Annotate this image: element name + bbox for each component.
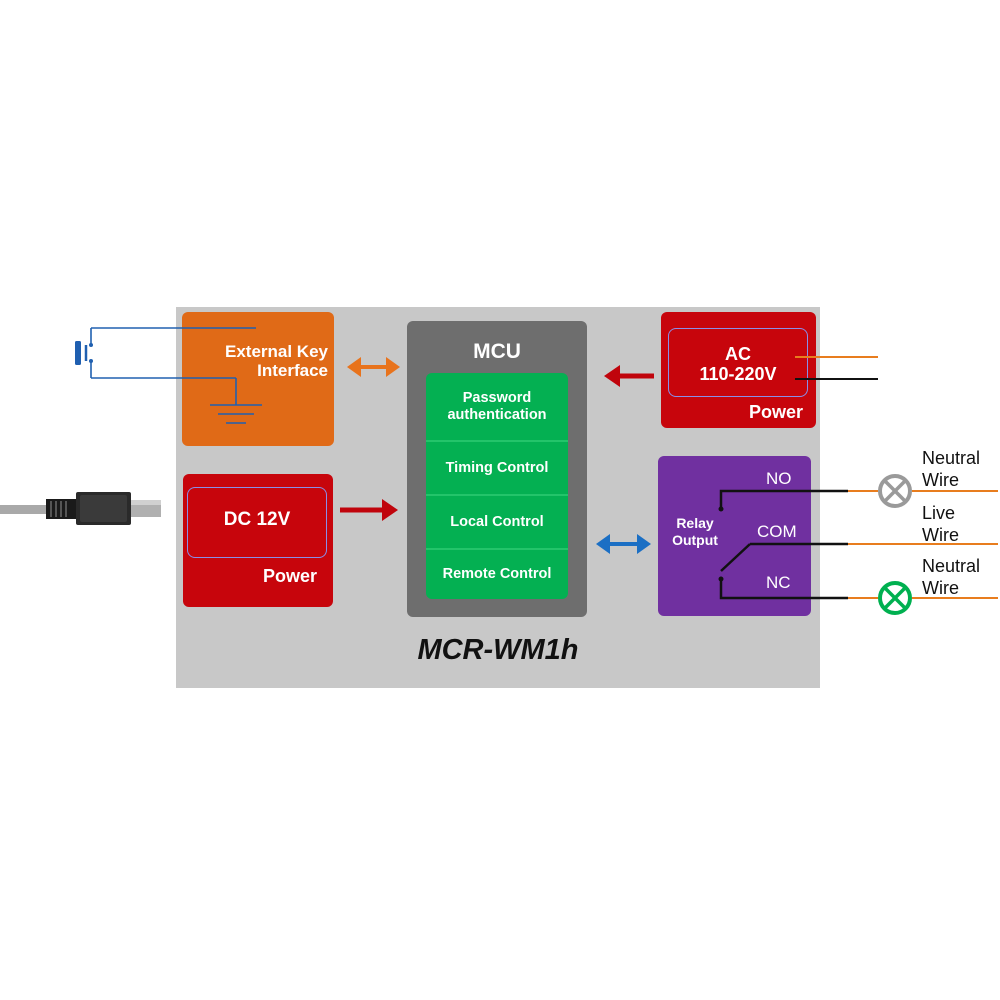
mcu-title: MCU [473,340,521,363]
relay-label-line1: Relay [676,515,714,531]
ac-voltage-label: AC 110-220V [668,344,808,384]
neutral-wire-label-bottom: Neutral Wire [922,555,980,599]
mcu-divider [426,548,568,550]
ac-power-label: Power [748,402,803,422]
ext-key-bidirectional-arrow [347,357,400,377]
relay-label-line2: Output [672,532,718,548]
model-name: MCR-WM1h [417,634,579,666]
external-key-label-line1: External Key [225,342,328,361]
ac-label-line2: 110-220V [699,364,777,384]
mcu-divider [426,440,568,442]
mcu-function-password: Password authentication [447,389,547,423]
ac-power-block [661,312,816,428]
mcu-function-timing: Timing Control [445,459,549,476]
ac-voltage-frame [668,328,808,397]
neutral-wire-top-line2: Wire [922,470,959,490]
mcu-function-list: Password authentication Timing Control L… [426,373,568,599]
mcu-function-remote: Remote Control [442,566,552,582]
neutral-wire-bottom-line1: Neutral [922,556,981,576]
neutral-wire-label-top: Neutral Wire [922,447,980,491]
dc-voltage-label: DC 12V [223,509,291,530]
relay-terminal-nc: NC [766,573,791,592]
mcu-function-local: Local Control [450,513,544,530]
ac-power-arrow [604,365,654,387]
mcu-divider [426,494,568,496]
dc-power-label: Power [262,566,317,586]
lamp-on-icon [878,581,912,615]
live-wire-label: Live Wire [922,502,959,546]
relay-output-label: Relay Output [662,515,728,549]
neutral-wire-top-line1: Neutral [922,448,981,468]
external-key-label-line2: Interface [257,361,328,380]
dc-plug-icon [0,492,161,525]
live-wire-line2: Wire [922,525,959,545]
push-button-icon [75,327,256,379]
neutral-wire-bottom-line2: Wire [922,578,959,598]
external-key-interface-label: External Key Interface [182,342,328,380]
dc-power-block [183,474,333,607]
dc-voltage-frame [187,487,327,558]
ac-label-line1: AC [725,344,751,364]
relay-bidirectional-arrow [596,534,651,554]
relay-contacts [718,489,848,600]
lamp-off-icon [878,474,912,508]
external-key-interface-block [182,312,334,446]
dc-power-arrow [340,499,398,521]
relay-terminal-com: COM [757,522,797,541]
ground-icon [210,378,262,424]
relay-output-block [658,456,811,616]
relay-terminal-no: NO [766,469,792,488]
live-wire-line1: Live [922,503,956,523]
